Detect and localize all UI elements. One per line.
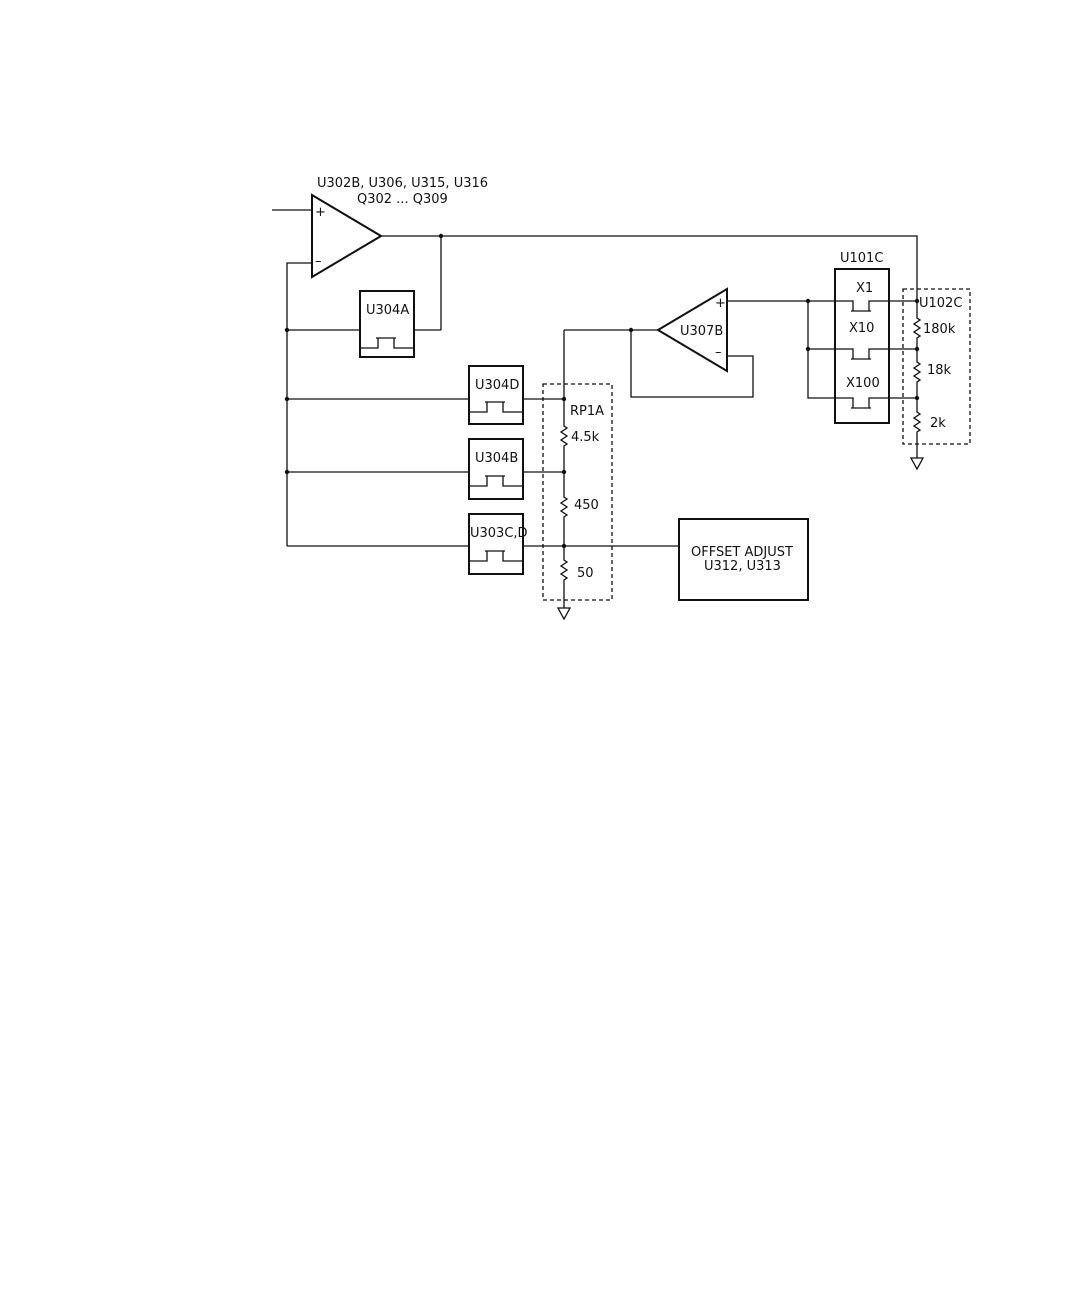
rp1a-junction-1 <box>562 397 566 401</box>
feedback-bus-wire <box>287 263 312 546</box>
offset-adjust-line2: U312, U313 <box>704 559 781 574</box>
rp1a-chain <box>561 330 567 608</box>
u101c-x100: X100 <box>846 376 880 391</box>
u303cd-label: U303C,D <box>470 526 528 541</box>
buffer-amp-minus: – <box>715 345 722 360</box>
buffer-amplifier: + – U307B <box>658 289 727 371</box>
rp1a-label: RP1A <box>570 404 604 419</box>
switch-u303cd: U303C,D <box>469 514 528 574</box>
u101c-switch-bank: U101C X1 X10 X100 <box>835 251 889 423</box>
rp1a-divider: RP1A 4.5k 450 50 <box>543 330 612 619</box>
u101c-junction-1 <box>806 299 810 303</box>
offset-adjust-block: OFFSET ADJUST U312, U313 <box>679 519 808 600</box>
u101c-x10: X10 <box>849 321 874 336</box>
u304d-label: U304D <box>475 378 519 393</box>
u102c-junction-3 <box>915 396 919 400</box>
bus-junction-3 <box>285 470 289 474</box>
u102c-r1: 180k <box>923 322 956 337</box>
u101c-label: U101C <box>840 251 883 266</box>
u102c-label: U102C <box>919 296 962 311</box>
u102c-r2: 18k <box>927 363 952 378</box>
ground-icon <box>558 608 570 619</box>
offset-adjust-line1: OFFSET ADJUST <box>691 545 793 560</box>
switch-u304b: U304B <box>469 439 523 499</box>
rp1a-r2: 450 <box>574 498 599 513</box>
u102c-junction-1 <box>915 299 919 303</box>
u102c-chain <box>914 292 920 458</box>
buffer-amp-plus: + <box>715 296 726 311</box>
main-amplifier: + – U302B, U306, U315, U316 Q302 ... Q30… <box>312 176 488 277</box>
main-amp-label-1: U302B, U306, U315, U316 <box>317 176 488 191</box>
buffer-junction <box>629 328 633 332</box>
main-amp-label-2: Q302 ... Q309 <box>357 192 448 207</box>
main-amp-plus: + <box>315 205 326 220</box>
rp1a-r3: 50 <box>577 566 594 581</box>
buffer-amp-label: U307B <box>680 324 723 339</box>
switch-u304a: U304A <box>360 291 414 357</box>
u102c-divider: U102C 180k 18k 2k <box>903 289 970 469</box>
u102c-r3: 2k <box>930 416 946 431</box>
switch-u304d: U304D <box>469 366 523 424</box>
rp1a-junction-3 <box>562 544 566 548</box>
u101c-junction-2 <box>806 347 810 351</box>
ground-icon <box>911 458 923 469</box>
u304a-label: U304A <box>366 303 409 318</box>
output-junction <box>439 234 443 238</box>
rp1a-r1: 4.5k <box>571 430 600 445</box>
main-amp-minus: – <box>315 254 322 269</box>
bus-junction-1 <box>285 328 289 332</box>
rp1a-junction-2 <box>562 470 566 474</box>
u102c-junction-2 <box>915 347 919 351</box>
u304b-label: U304B <box>475 451 518 466</box>
bus-junction-2 <box>285 397 289 401</box>
u101c-x1: X1 <box>856 281 873 296</box>
